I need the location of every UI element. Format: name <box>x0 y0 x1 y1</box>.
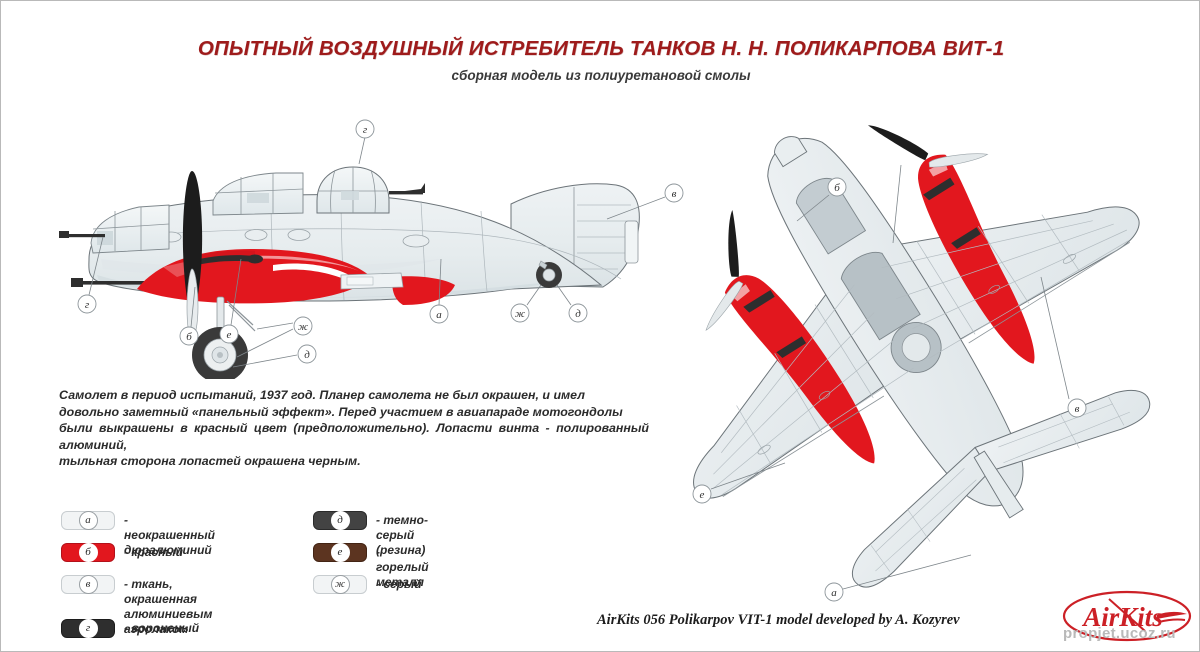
callout-a <box>429 304 449 324</box>
callout-label: д <box>575 308 581 320</box>
legend-label: - неокрашенный дюралюминий <box>124 513 215 557</box>
callout-v <box>1067 398 1087 418</box>
propeller-blade <box>182 171 203 321</box>
legend-item-v: в - ткань, окрашенная алюминиевым аэрола… <box>61 575 215 636</box>
side-view-callout-markers: г г б е ж д а ж д в <box>77 119 684 364</box>
port-stabilizer <box>851 446 991 588</box>
callout-e <box>692 484 712 504</box>
legend-mark: д <box>330 511 350 530</box>
legend-mark: е <box>330 543 350 562</box>
legend-swatch-g: г <box>61 619 115 638</box>
callout-v <box>664 183 684 203</box>
legend-column-left: а - неокрашенный дюралюминий б - красный… <box>61 511 215 651</box>
nose-glazing <box>90 204 170 254</box>
legend-item-g: г - вороненый <box>61 619 215 643</box>
description-line: довольно заметный «панельный эффект». Пе… <box>59 404 623 419</box>
legend-item-d: д - темно-серый (резина) <box>313 511 429 557</box>
airkits-logo: AirKits <box>1061 589 1193 647</box>
legend-swatch-zh: ж <box>313 575 367 594</box>
starboard-propeller <box>868 125 989 168</box>
credit-line: AirKits 056 Polikarpov VIT-1 model devel… <box>597 612 960 628</box>
forward-canopy <box>795 177 867 255</box>
callout-zh2 <box>510 303 530 323</box>
page-title: ОПЫТНЫЙ ВОЗДУШНЫЙ ИСТРЕБИТЕЛЬ ТАНКОВ Н. … <box>197 37 1005 60</box>
legend-swatch-e: е <box>313 543 367 562</box>
callout-b <box>179 326 199 346</box>
callout-d2 <box>568 303 588 323</box>
callout-label: б <box>186 331 192 343</box>
callout-label: г <box>363 124 368 136</box>
legend-swatch-b: б <box>61 543 115 562</box>
callout-e <box>219 324 239 344</box>
description-line: были выкрашены в красный цвет (предполож… <box>59 421 649 452</box>
legend-item-a: а - неокрашенный дюралюминий <box>61 511 215 557</box>
legend-label: - темно-серый (резина) <box>376 513 428 557</box>
legend-column-right: д - темно-серый (резина) е - горелый мет… <box>313 511 429 607</box>
description-text: Самолет в период испытаний, 1937 год. Пл… <box>59 387 649 470</box>
site-watermark: propjet.ucoz.ru <box>1063 625 1176 642</box>
legend-mark: б <box>78 543 98 562</box>
legend-label: - горелый металл <box>376 545 429 589</box>
nose-cannon-upper <box>59 234 105 238</box>
callout-label: е <box>700 489 705 501</box>
starboard-stabilizer <box>974 389 1151 472</box>
legend-mark: в <box>78 575 98 594</box>
callout-label: г <box>85 299 90 311</box>
port-propeller <box>705 210 744 331</box>
logo-swoosh <box>1157 611 1187 619</box>
legend-mark: г <box>78 619 98 638</box>
legend-swatch-d: д <box>313 511 367 530</box>
port-nacelle-red <box>724 275 875 464</box>
legend-item-e: е - горелый металл <box>313 543 429 589</box>
callout-d <box>297 344 317 364</box>
legend-label: - серый <box>376 577 422 591</box>
legend-item-zh: ж - серый <box>313 575 429 599</box>
page-subtitle: сборная модель из полиуретановой смолы <box>451 68 751 83</box>
callout-a <box>824 582 844 602</box>
callout-label: а <box>436 309 442 321</box>
starboard-nacelle-red <box>918 154 1035 364</box>
callout-g-top <box>355 119 375 139</box>
legend-item-b: б - красный <box>61 543 215 567</box>
logo-wordmark: AirKits <box>1081 602 1163 632</box>
logo-slash <box>1108 598 1146 632</box>
callout-label: а <box>831 587 837 599</box>
tail-wheel-hub <box>542 268 556 282</box>
callout-label: ж <box>298 321 309 333</box>
rear-gun <box>389 183 425 193</box>
mid-canopy <box>840 251 921 341</box>
legend-label: - ткань, окрашенная алюминиевым аэролако… <box>124 577 213 636</box>
callout-zh <box>293 316 313 336</box>
top-view-callout-markers: б в е а <box>692 177 1087 602</box>
legend-swatch-v: в <box>61 575 115 594</box>
legend-swatch-a: а <box>61 511 115 530</box>
logo-ellipse <box>1062 590 1192 642</box>
description-line: тыльная сторона лопастей окрашена черным… <box>59 454 361 469</box>
callout-label: б <box>834 182 840 194</box>
legend-label: - красный <box>124 545 183 559</box>
legend-mark: ж <box>330 575 350 594</box>
callout-label: ж <box>515 308 526 320</box>
callout-label: е <box>227 329 232 341</box>
description-line: Самолет в период испытаний, 1937 год. Пл… <box>59 388 585 402</box>
tail-fin-top <box>973 450 1024 519</box>
side-view-drawing: г г б е ж д а ж д в <box>41 109 701 384</box>
title-block: ОПЫТНЫЙ ВОЗДУШНЫЙ ИСТРЕБИТЕЛЬ ТАНКОВ Н. … <box>1 37 1199 83</box>
callout-label: в <box>672 188 677 200</box>
callout-label: д <box>304 349 310 361</box>
callout-b <box>827 177 847 197</box>
callout-g-left <box>77 294 97 314</box>
exhaust-strip <box>191 255 253 266</box>
nose-cannon-lower <box>71 281 157 285</box>
callout-label: в <box>1075 403 1080 415</box>
legend-mark: а <box>78 511 98 530</box>
legend-label: - вороненый <box>124 621 200 635</box>
top-view-drawing: б в е а <box>641 71 1199 636</box>
